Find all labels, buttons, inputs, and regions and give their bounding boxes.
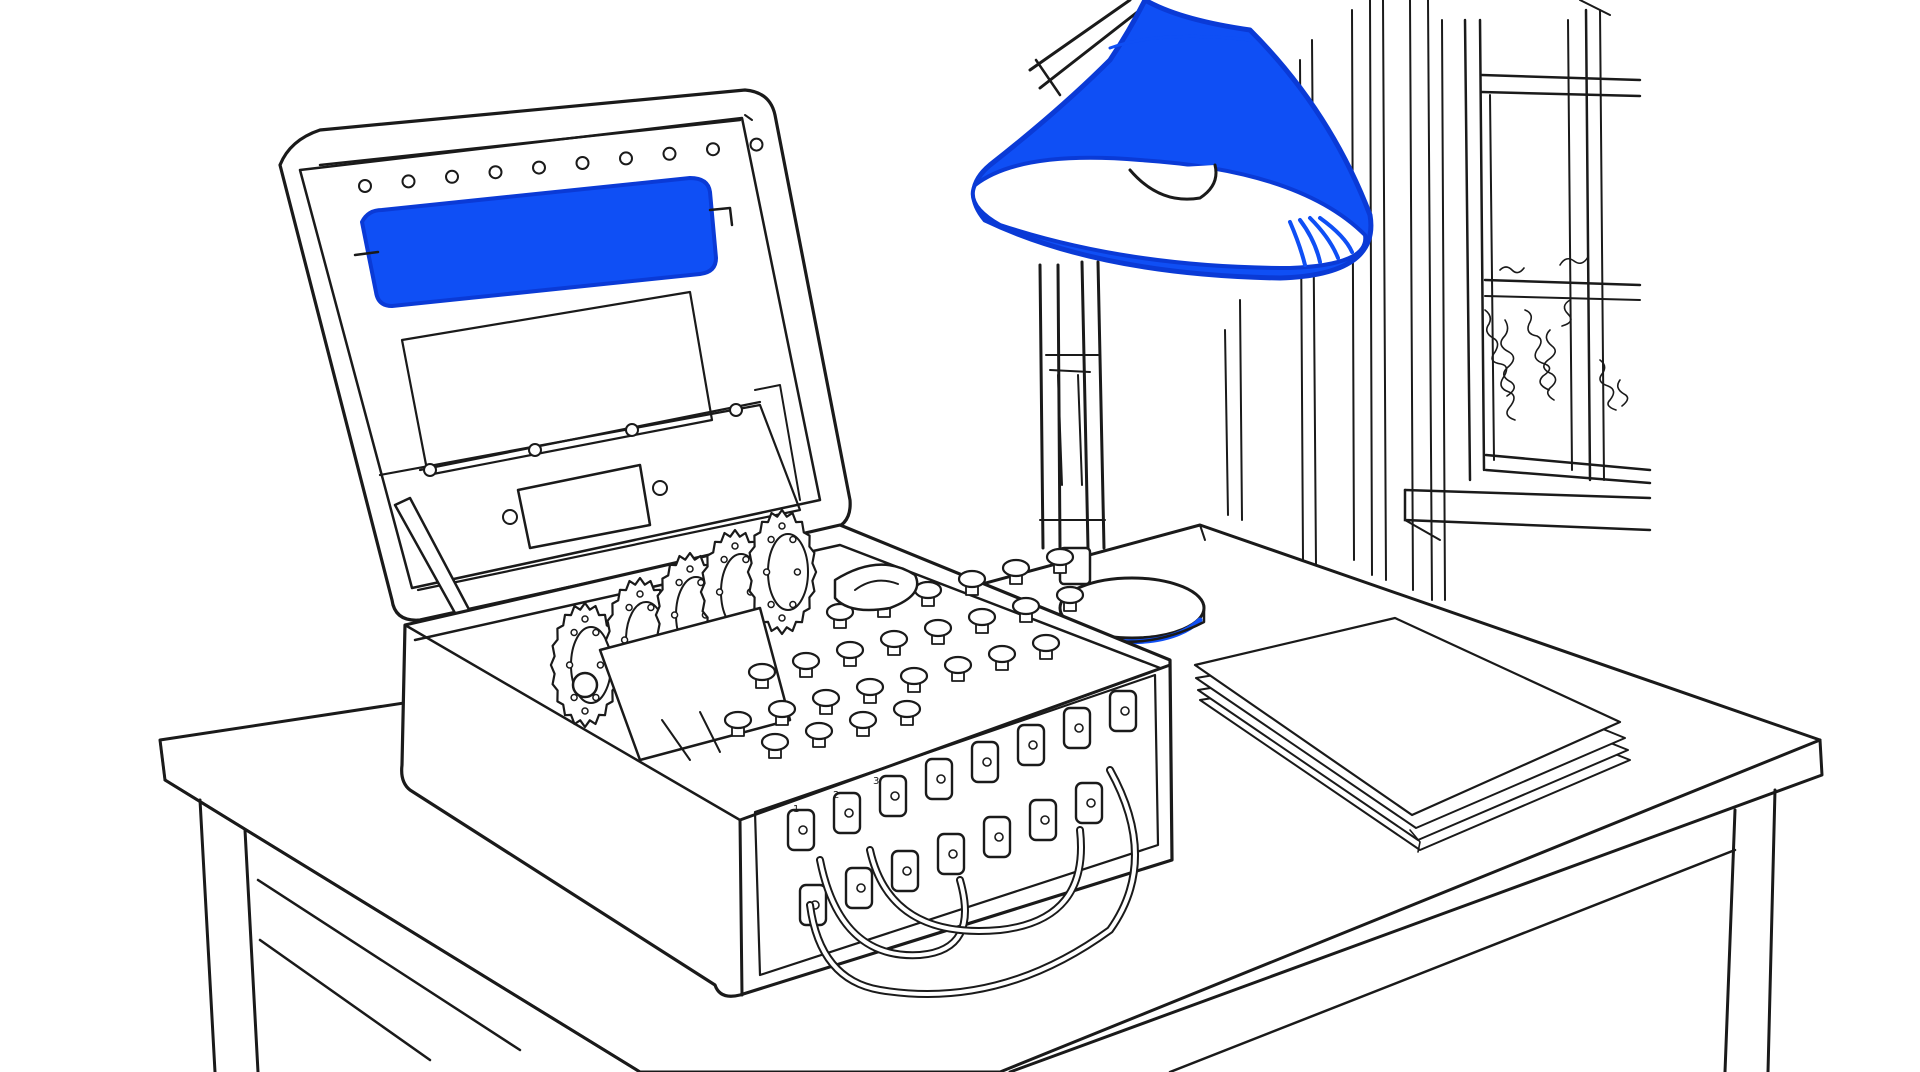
enigma-plugboard: 1 2 3: [786, 689, 1139, 998]
paper-stack: [1193, 616, 1631, 853]
lid-blue-cylinder: [360, 176, 718, 308]
plug-socket: [1062, 706, 1092, 750]
keyboard-key: [892, 699, 922, 726]
lid-rivet: [619, 151, 633, 166]
rotor: [746, 508, 818, 636]
keyboard-key: [943, 655, 973, 682]
keyboard-key: [1055, 585, 1085, 612]
enigma-lid: [278, 88, 852, 642]
plug-socket: [1016, 723, 1046, 767]
plugboard-label-2: 2: [833, 790, 839, 801]
enigma-machine: 1 2 3: [278, 88, 1174, 998]
plug-socket: [890, 849, 920, 893]
keyboard-key: [791, 651, 821, 678]
lid-rivet: [706, 142, 720, 157]
keyboard-key: [835, 640, 865, 667]
keyboard-key: [923, 618, 953, 645]
keyboard-key: [825, 602, 855, 629]
keyboard-key: [879, 629, 909, 656]
plug-socket: [970, 740, 1000, 784]
enigma-keyboard: [723, 547, 1085, 759]
keyboard-key: [1001, 558, 1031, 585]
plug-socket: [1028, 798, 1058, 842]
wall-and-window: [1224, 0, 1652, 601]
plug-socket: [878, 774, 908, 818]
plugboard-label-3: 3: [873, 776, 879, 787]
lid-rivet: [532, 160, 546, 175]
plug-socket: [936, 832, 966, 876]
lid-rivet: [662, 146, 677, 161]
keyboard-key: [723, 710, 753, 737]
keyboard-key: [767, 699, 797, 726]
keyboard-key: [855, 677, 885, 704]
keyboard-key: [1031, 633, 1061, 660]
lid-rivets: [358, 137, 764, 193]
keyboard-key: [987, 644, 1017, 671]
plug-socket: [1108, 689, 1138, 733]
plug-socket: [786, 808, 816, 852]
lid-rivet: [749, 137, 764, 152]
keyboard-key: [1045, 547, 1075, 574]
rotor: [549, 601, 621, 729]
patch-cables: [806, 766, 1139, 998]
keyboard-key: [747, 662, 777, 689]
plug-socket: [982, 815, 1012, 859]
lid-rivet: [575, 156, 590, 170]
lid-rivet: [445, 169, 459, 184]
lid-rivet: [401, 174, 416, 189]
lid-rivet: [488, 165, 503, 180]
lid-rivet: [358, 179, 372, 193]
keyboard-key: [899, 666, 929, 693]
plug-socket: [924, 757, 954, 801]
plugboard-label-1: 1: [793, 804, 799, 815]
keyboard-key: [760, 732, 790, 759]
plug-socket: [832, 791, 862, 835]
keyboard-key: [848, 710, 878, 737]
keyboard-key: [811, 688, 841, 715]
plug-socket: [1074, 781, 1104, 825]
keyboard-key: [967, 607, 997, 634]
keyboard-key: [957, 569, 987, 596]
keyboard-key: [1011, 596, 1041, 623]
plug-socket: [844, 866, 874, 910]
keyboard-key: [804, 721, 834, 748]
